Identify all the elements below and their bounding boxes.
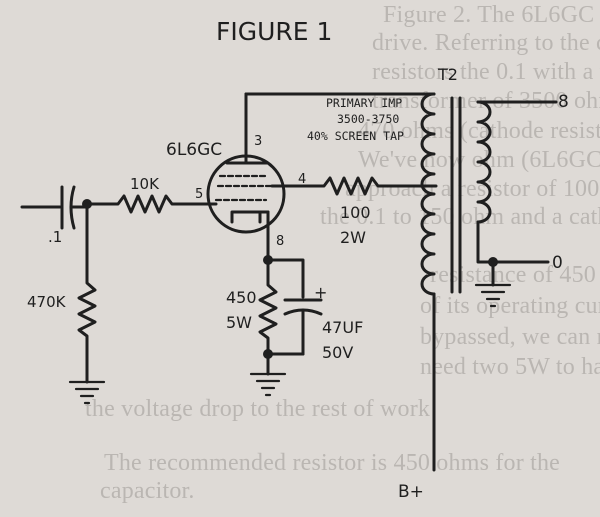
cathode-resistor xyxy=(258,258,278,356)
transformer-t2 xyxy=(420,92,542,296)
cathode-capacitor xyxy=(283,298,323,356)
tube-6l6gc xyxy=(206,92,286,262)
figure-title: FIGURE 1 xyxy=(216,17,332,46)
bg-line: need two 5W to handle heat easily xyxy=(420,354,600,380)
input-capacitor xyxy=(20,185,89,230)
bg-line: The recommended resistor is 450 ohms for… xyxy=(104,450,561,476)
bg-line: the voltage drop to the rest of work xyxy=(85,396,431,422)
bg-line: approach a resistor of 100 ohms, 2W the xyxy=(345,176,600,202)
screen-resistor xyxy=(282,176,438,196)
grid-resistor-label: 10K xyxy=(130,175,160,193)
pin3-label: 3 xyxy=(254,134,262,149)
bg-line: Figure 2. The 6L6GC (EL34) and then xyxy=(383,2,600,28)
ground-symbol xyxy=(68,380,106,405)
tube-label: 6L6GC xyxy=(166,140,222,160)
bg-line: We've now ohm (6L6GC) and the screen tap… xyxy=(358,147,600,173)
grid-leak-label: 470K xyxy=(27,293,67,311)
bg-line: resistors the 0.1 with a triple 40V RMS … xyxy=(372,59,600,85)
bg-line: capacitor. xyxy=(100,478,195,504)
grid-leak-resistor xyxy=(77,202,97,384)
bg-line: of its operating current with a xyxy=(420,293,600,319)
cathode-cap-value: 47UF xyxy=(322,318,363,337)
input-cap-label: .1 xyxy=(48,228,62,246)
screen-resistor-value: 100 xyxy=(340,203,371,222)
output-8-label: 8 xyxy=(558,92,569,112)
pin5-label: 5 xyxy=(195,187,203,202)
ground-symbol xyxy=(249,372,287,397)
bplus-label: B+ xyxy=(398,482,424,502)
transformer-label: T2 xyxy=(437,65,458,84)
cathode-wire xyxy=(266,258,305,299)
bg-line: drive. Referring to the circuit in Figur… xyxy=(372,30,600,56)
bg-line: resistance of 450 ohms would draw about xyxy=(430,262,600,288)
bg-line: bypassed, we can maximize the plate xyxy=(420,324,600,350)
pin4-label: 4 xyxy=(298,172,306,187)
cathode-cap-polarity: + xyxy=(314,283,327,302)
cathode-cap-voltage: 50V xyxy=(322,343,353,362)
xfmr-note-line2: 3500-3750 xyxy=(337,112,399,126)
pin8-label: 8 xyxy=(276,234,284,249)
cathode-resistor-value: 450 xyxy=(226,288,257,307)
ground-symbol xyxy=(474,283,512,308)
grid-resistor xyxy=(85,194,210,214)
output-0-label: 0 xyxy=(552,253,563,273)
xfmr-note-line3: 40% SCREEN TAP xyxy=(307,129,404,143)
screen-resistor-power: 2W xyxy=(340,228,366,247)
cathode-resistor-power: 5W xyxy=(226,313,252,332)
xfmr-note-line1: PRIMARY IMP xyxy=(326,96,402,110)
